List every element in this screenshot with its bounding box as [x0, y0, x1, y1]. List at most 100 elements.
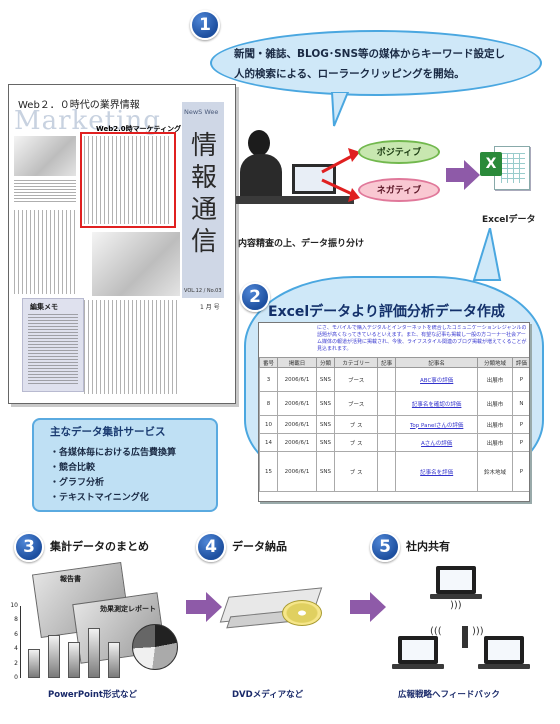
laptop-base-top [430, 594, 482, 599]
sheet-header-row: 番号 掲載日 分類 カテゴリー 記事 記事名 分類地域 評価 [259, 357, 529, 368]
purple-arrow-analysis [446, 160, 480, 190]
sheet-cell: 14 [259, 433, 279, 452]
chart-y-tick: 10 [10, 602, 18, 609]
magazine-columns-bottom [84, 300, 180, 394]
magazine-header: Web２．０時代の業界情報 [18, 100, 140, 111]
sheet-cell: 2006/6/1 [277, 451, 317, 492]
services-box [32, 418, 218, 512]
wifi-icon: ))) [450, 600, 462, 611]
chart-y-tick: 8 [14, 616, 18, 624]
magazine-side-small: NewS Wee [184, 108, 219, 116]
network-tower-icon [462, 626, 468, 648]
sheet-cell: ブース [334, 391, 379, 416]
excel-label: Excelデータ [482, 215, 536, 225]
services-list: ・各媒体毎における広告費換算 ・競合比較 ・グラフ分析 ・テキストマイニング化 [50, 446, 176, 506]
sheet-cell: P [511, 433, 529, 452]
step1-speech-bubble: 新聞・雑誌、BLOG･SNS等の媒体からキーワード設定し 人的検索による、ローラ… [210, 30, 542, 96]
sheet-cell: SNS [315, 415, 336, 434]
service-item: ・グラフ分析 [50, 478, 105, 488]
sheet-cell [377, 451, 397, 492]
sheet-cell [377, 415, 397, 434]
chart-y-axis [20, 606, 21, 678]
sheet-cell: 10 [259, 415, 279, 434]
step1-badge: 1 [190, 10, 220, 40]
red-arrows [321, 148, 360, 202]
sheet-header-cell: 分類地域 [477, 357, 513, 368]
excel-sheet: にさ、モバイルで購入デジタルとインターネットを統合したコミュニケーションレジャン… [258, 322, 530, 502]
wifi-icon: ((( [430, 626, 442, 637]
sheet-cell: P [511, 367, 529, 392]
sheet-header-cell: 掲載日 [277, 357, 317, 368]
laptop-icon-right [484, 636, 524, 664]
chart-bar [68, 642, 80, 678]
sheet-cell: SNS [315, 367, 336, 392]
bubble2-tail [472, 228, 502, 281]
sheet-cell: 出展市 [477, 391, 513, 416]
wifi-icon: ))) [472, 626, 484, 637]
step5-badge: 5 [370, 532, 400, 562]
sheet-cell: 鈴木地域 [477, 451, 513, 492]
sheet-cell: ブース [334, 367, 379, 392]
sheet-cell: 記事名を評価 [395, 451, 479, 492]
pie-chart [132, 624, 178, 670]
step1-text-line1: 新聞・雑誌、BLOG･SNS等の媒体からキーワード設定し [234, 48, 506, 60]
sheet-cell: 15 [259, 451, 279, 492]
step3-caption: PowerPoint形式など [48, 690, 137, 700]
sheet-cell: 2006/6/1 [277, 391, 317, 416]
positive-oval: ポジティブ [358, 140, 440, 164]
chart-y-tick: 4 [14, 645, 18, 653]
magazine-side-panel [182, 102, 224, 298]
sheet-cell: 記事名を確認の評価 [395, 391, 479, 416]
sheet-cell: SNS [315, 391, 336, 416]
magazine-vol: VOL.12 / No.03 [184, 288, 222, 294]
sheet-cell: N [511, 391, 529, 416]
magazine-photo-woman [92, 232, 180, 296]
disc-icon [282, 600, 322, 626]
sheet-cell: Top Panelさんの評価 [395, 415, 479, 434]
step1-text-line2: 人的検索による、ローラークリッピングを開始。 [234, 68, 465, 80]
sheet-header-cell: 分類 [315, 357, 336, 368]
person-body [240, 154, 282, 200]
bubble1-tail [330, 92, 350, 127]
sheet-header-cell: 評価 [511, 357, 529, 368]
report2-label: 効果測定レポート [100, 605, 156, 613]
step3-badge: 3 [14, 532, 44, 562]
sheet-cell: Aさんの評価 [395, 433, 479, 452]
step4-caption: DVDメディアなど [232, 690, 304, 700]
sheet-cell: 2006/6/1 [277, 433, 317, 452]
magazine-highlight-box [80, 132, 176, 228]
person-icon [248, 130, 270, 156]
desk [236, 196, 354, 204]
chart-bar [48, 634, 60, 678]
step4-title: データ納品 [232, 540, 287, 553]
step5-title: 社内共有 [406, 540, 450, 553]
sheet-cell: 出展市 [477, 367, 513, 392]
magazine-textblock [14, 180, 76, 204]
magazine-memo-text [28, 314, 78, 384]
chart-bar [88, 627, 100, 678]
sheet-cell: P [511, 415, 529, 434]
sheet-header-cell: カテゴリー [334, 357, 379, 368]
magazine-side-title: 情報通信 [190, 131, 217, 257]
step2-title: Excelデータより評価分析データ作成 [268, 304, 505, 320]
laptop-icon-left [398, 636, 438, 664]
sheet-cell: P [511, 451, 529, 492]
sheet-cell: ブ ス [334, 433, 379, 452]
magazine-subtitle: Web2.0時マーケティング [96, 125, 182, 133]
service-item: ・競合比較 [50, 463, 96, 473]
sheet-header-cell: 記事 [377, 357, 397, 368]
chart-y-tick: 6 [14, 630, 18, 638]
report1-label: 報告書 [60, 575, 81, 583]
laptop-base-left [392, 664, 444, 669]
chart-y-tick: 0 [14, 674, 18, 681]
step2-badge: 2 [240, 282, 270, 312]
sheet-cell: 8 [259, 391, 279, 416]
sheet-cell [377, 367, 397, 392]
purple-arrow-4-5 [350, 592, 386, 622]
sheet-cell: 出展市 [477, 415, 513, 434]
